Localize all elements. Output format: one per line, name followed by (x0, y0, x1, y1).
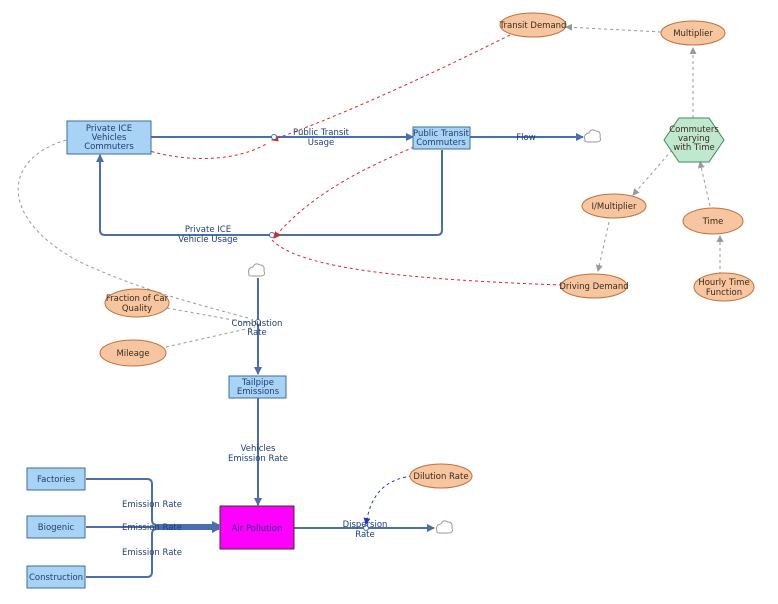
aux-dilution-rate[interactable]: Dilution Rate (409, 463, 473, 489)
stock-tailpipe-line1: Tailpipe (241, 378, 274, 388)
aux-hourly-time-function[interactable]: Hourly Time Function (693, 272, 755, 302)
aux-transit-demand[interactable]: Transit Demand (499, 12, 567, 38)
flow-label-emission-rate-2: Emission Rate (122, 523, 182, 533)
flow-label-private-ice-usage-1: Private ICE (185, 225, 231, 235)
aux-multiplier-label: Multiplier (673, 29, 713, 39)
link-driving-demand-usage (271, 239, 563, 286)
aux-commuters-time-line2: varying (678, 134, 710, 144)
link-transit-demand-usage (271, 34, 511, 142)
aux-i-multiplier[interactable]: I/Multiplier (581, 193, 647, 219)
aux-commuters-time-line3: with Time (673, 143, 715, 153)
aux-hourly-time-line2: Function (706, 288, 742, 298)
stock-construction[interactable]: Construction (26, 565, 86, 589)
stock-public-transit[interactable]: Public Transit Commuters (412, 126, 471, 150)
link-time-commuters (697, 161, 711, 207)
link-multiplier-transit-demand (565, 23, 662, 33)
stock-private-ice-line1: Private ICE (86, 124, 132, 134)
stock-public-transit-line1: Public Transit (413, 129, 470, 139)
valve-dispersion[interactable] (363, 525, 369, 531)
flow-label-flow: Flow (516, 133, 535, 143)
stock-construction-label: Construction (29, 573, 83, 583)
flow-label-emission-rate-3: Emission Rate (122, 548, 182, 558)
aux-fraction-car-quality[interactable]: Fraction of Car Quality (104, 288, 170, 318)
flow-label-emission-rate-1: Emission Rate (122, 500, 182, 510)
private-ice-vehicle-usage-pipe[interactable] (96, 150, 443, 236)
aux-commuters-time-line1: Commuters (669, 125, 719, 135)
cloud-icon-combustion (248, 263, 265, 277)
link-dilution-dispersion (363, 475, 413, 525)
valve-public-transit-usage[interactable] (271, 134, 277, 140)
flow-label-private-ice-usage-2: Vehicle Usage (178, 235, 238, 245)
link-mileage-combustion (165, 326, 256, 348)
aux-driving-demand[interactable]: Driving Demand (559, 273, 629, 299)
aux-time-label: Time (702, 217, 724, 227)
stock-air-pollution-label: Air Pollution (232, 524, 283, 534)
link-private-ice-usage (139, 142, 269, 160)
stock-private-ice[interactable]: Private ICE Vehicles Commuters (66, 120, 152, 155)
stock-private-ice-line3: Commuters (84, 142, 134, 152)
stock-public-transit-line2: Commuters (416, 138, 466, 148)
flow-label-dispersion-2: Rate (355, 530, 375, 540)
stock-biogenic-label: Biogenic (38, 523, 75, 533)
aux-time[interactable]: Time (682, 207, 744, 235)
aux-driving-demand-label: Driving Demand (559, 282, 628, 292)
flow-label-public-transit-usage-2: Usage (308, 138, 334, 148)
stock-private-ice-line2: Vehicles (92, 133, 127, 143)
aux-dilution-rate-label: Dilution Rate (413, 472, 468, 482)
aux-mileage[interactable]: Mileage (99, 339, 167, 367)
aux-multiplier[interactable]: Multiplier (660, 20, 726, 46)
aux-fraction-line1: Fraction of Car (106, 294, 169, 304)
flow-label-vehicles-emission-1: Vehicles (241, 444, 276, 454)
valve-combustion[interactable] (255, 319, 261, 325)
valve-private-ice-usage[interactable] (269, 232, 275, 238)
link-imultiplier-driving-demand (595, 221, 610, 272)
flow-label-dispersion-1: Dispersion (343, 520, 388, 530)
flow-label-public-transit-usage-1: Public Transit (293, 128, 350, 138)
stock-air-pollution[interactable]: Air Pollution (219, 505, 295, 550)
cloud-icon-flow (584, 129, 601, 143)
aux-transit-demand-label: Transit Demand (499, 21, 567, 31)
stock-tailpipe-line2: Emissions (237, 387, 280, 397)
cloud-icon-dispersion (436, 520, 453, 534)
aux-fraction-line2: Quality (122, 304, 152, 314)
link-private-ice-combustion (17, 139, 249, 319)
stock-tailpipe[interactable]: Tailpipe Emissions (228, 375, 287, 399)
link-fraction-combustion (166, 307, 256, 325)
link-commuters-imultiplier (632, 149, 673, 196)
aux-mileage-label: Mileage (116, 349, 149, 359)
link-public-transit-private-usage (273, 146, 415, 239)
stock-factories[interactable]: Factories (26, 467, 86, 491)
flow-label-vehicles-emission-2: Emission Rate (228, 454, 288, 464)
emission-rate-pipe-construction[interactable] (86, 525, 220, 578)
aux-commuters-time[interactable]: Commuters varying with Time (663, 117, 725, 163)
aux-hourly-time-line1: Hourly Time (698, 278, 749, 288)
aux-i-multiplier-label: I/Multiplier (592, 202, 637, 212)
stock-biogenic[interactable]: Biogenic (26, 515, 86, 539)
flow-label-combustion-1: Combustion (232, 319, 283, 329)
emission-rate-pipe-factories[interactable] (86, 478, 220, 529)
flow-label-combustion-2: Rate (247, 328, 267, 338)
stock-factories-label: Factories (37, 475, 76, 485)
